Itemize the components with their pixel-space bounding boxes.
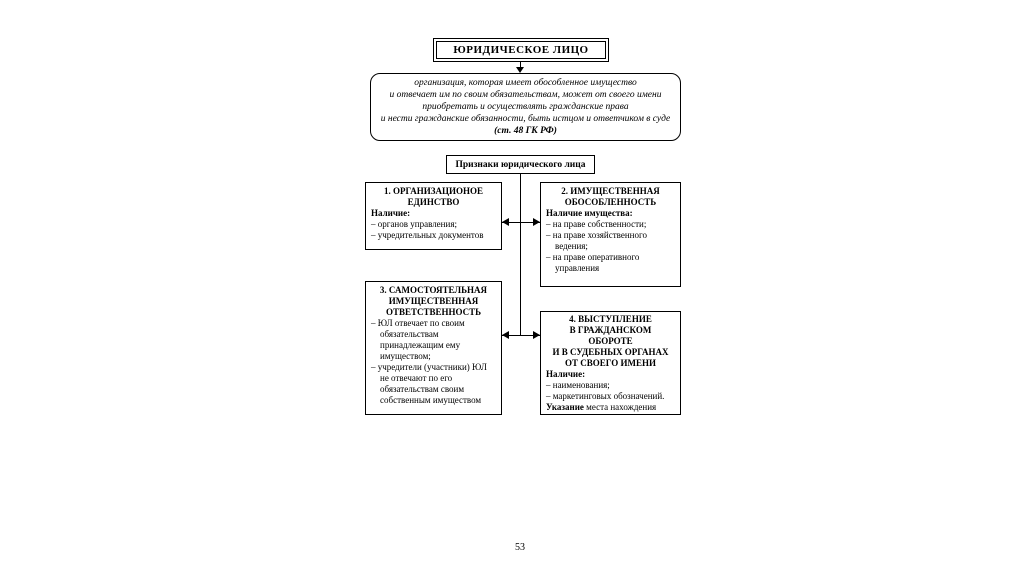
list-item: – учредители (участники) ЮЛ не отвечают … [371, 362, 487, 405]
statute-reference: (ст. 48 ГК РФ) [494, 126, 557, 136]
definition-line: приобретать и осуществлять гражданские п… [422, 102, 629, 112]
feature-box-subtitle: Наличие имущества: [546, 208, 633, 218]
arrowhead-left-icon [502, 218, 509, 226]
feature-box-note: Указание места нахождения [546, 402, 675, 413]
definition-line: организация, которая имеет обособленное … [414, 78, 637, 88]
note-bold-part: Указание [546, 402, 584, 412]
features-spine-connector [520, 174, 521, 336]
definition-box: организация, которая имеет обособленное … [370, 73, 681, 141]
title-line: ОБОРОТЕ [588, 336, 633, 346]
feature-box-organizational-unity: 1. ОРГАНИЗАЦИОНОЕ ЕДИНСТВО Наличие: – ор… [365, 182, 502, 250]
title-line: ИМУЩЕСТВЕННАЯ [388, 296, 479, 306]
list-item: – органов управления; [371, 219, 457, 229]
list-item: – ЮЛ отвечает по своим обязательствам пр… [371, 318, 465, 361]
title-line: 1. ОРГАНИЗАЦИОНОЕ [384, 186, 483, 196]
arrowhead-left-icon [502, 331, 509, 339]
list-item: – на праве хозяйственного ведения; [546, 230, 647, 251]
connector-top [502, 222, 540, 223]
feature-box-independent-liability: 3. САМОСТОЯТЕЛЬНАЯ ИМУЩЕСТВЕННАЯ ОТВЕТСТ… [365, 281, 502, 415]
feature-box-property-separateness: 2. ИМУЩЕСТВЕННАЯ ОБОСОБЛЕННОСТЬ Наличие … [540, 182, 681, 287]
connector-bottom [502, 335, 540, 336]
arrowhead-down-icon [516, 67, 524, 73]
list-item: – на праве оперативного управления [546, 252, 640, 273]
arrowhead-right-icon [533, 331, 540, 339]
definition-line: и нести гражданские обязанности, быть ис… [380, 114, 671, 124]
title-line: 4. ВЫСТУПЛЕНИЕ [569, 314, 652, 324]
title-line: В ГРАЖДАНСКОМ [569, 325, 652, 335]
title-line: ОТВЕТСТВЕННОСТЬ [385, 307, 482, 317]
page-title: ЮРИДИЧЕСКОЕ ЛИЦО [436, 41, 606, 59]
title-line: ЕДИНСТВО [407, 197, 460, 207]
title-line: 2. ИМУЩЕСТВЕННАЯ [561, 186, 660, 196]
title-line: И В СУДЕБНЫХ ОРГАНАХ [552, 347, 669, 357]
title-to-definition-connector [520, 62, 521, 68]
legal-entity-title-box: ЮРИДИЧЕСКОЕ ЛИЦО [433, 38, 609, 62]
features-header-box: Признаки юридического лица [446, 155, 595, 174]
list-item: – на праве собственности; [546, 219, 647, 229]
title-line: 3. САМОСТОЯТЕЛЬНАЯ [379, 285, 488, 295]
feature-box-subtitle: Наличие: [371, 208, 411, 218]
title-line: ОБОСОБЛЕННОСТЬ [564, 197, 657, 207]
feature-box-title: 1. ОРГАНИЗАЦИОНОЕ ЕДИНСТВО [371, 186, 496, 208]
list-item: – учредительных документов [371, 230, 484, 240]
feature-box-acting-in-own-name: 4. ВЫСТУПЛЕНИЕ В ГРАЖДАНСКОМ ОБОРОТЕ И В… [540, 311, 681, 415]
definition-line: и отвечает им по своим обязательствам, м… [389, 90, 662, 100]
feature-box-title: 2. ИМУЩЕСТВЕННАЯ ОБОСОБЛЕННОСТЬ [546, 186, 675, 208]
list-item: – наименования; [546, 380, 610, 390]
feature-box-title: 3. САМОСТОЯТЕЛЬНАЯ ИМУЩЕСТВЕННАЯ ОТВЕТСТ… [371, 285, 496, 318]
feature-box-title: 4. ВЫСТУПЛЕНИЕ В ГРАЖДАНСКОМ ОБОРОТЕ И В… [546, 314, 675, 369]
list-item: – маркетинговых обозначений. [546, 391, 665, 401]
feature-box-subtitle: Наличие: [546, 369, 586, 379]
title-line: ОТ СВОЕГО ИМЕНИ [564, 358, 656, 368]
page-number: 53 [515, 542, 525, 553]
arrowhead-right-icon [533, 218, 540, 226]
note-rest-part: места нахождения [583, 402, 657, 412]
